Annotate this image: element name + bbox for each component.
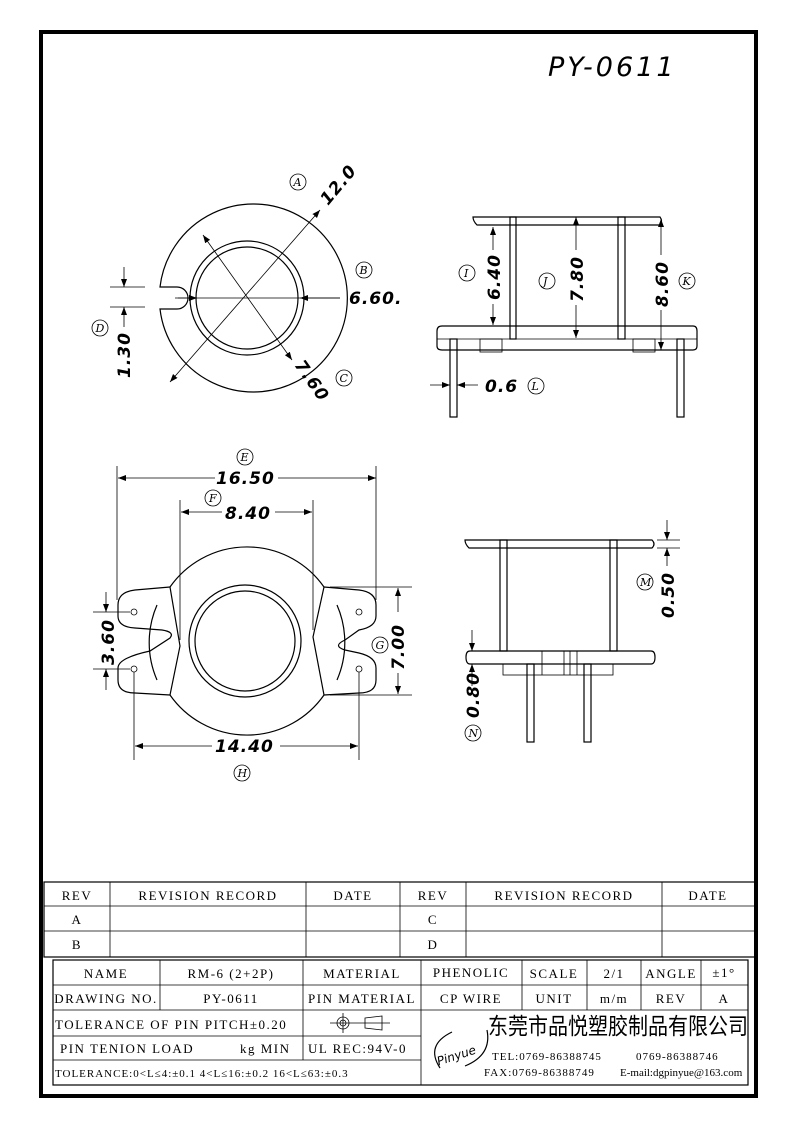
material-value: PHENOLIC (433, 965, 509, 980)
drawing-no-label: DRAWING NO. (54, 991, 158, 1006)
rev-label: REV (656, 991, 687, 1006)
rev-header: REV (418, 888, 449, 903)
dim-M-label: M (639, 576, 652, 589)
date-header: DATE (688, 888, 727, 903)
date-header: DATE (333, 888, 372, 903)
company-fax: FAX:0769-86388749 (484, 1067, 595, 1079)
dim-G-value: 7.00 (389, 624, 409, 670)
dim-N-value: 0.80 (464, 672, 484, 718)
dim-A-value: 12.0 (317, 161, 362, 209)
dim-B-label: B (359, 264, 368, 277)
name-value: RM-6 (2+2P) (187, 966, 274, 981)
company-email: E-mail:dgpinyue@163.com (620, 1067, 743, 1079)
dim-L-label: L (531, 380, 539, 393)
rev-value: A (719, 991, 730, 1006)
revision-record-header: REVISION RECORD (494, 888, 633, 903)
pin-tension-unit: kg MIN (240, 1041, 291, 1056)
pin-tension-label: PIN TENION LOAD (60, 1041, 194, 1056)
angle-value: ±1° (712, 965, 735, 980)
revision-record-header: REVISION RECORD (138, 888, 277, 903)
pin-material-value: CP WIRE (440, 991, 502, 1006)
company-tel-2: 0769-86388746 (636, 1051, 719, 1063)
company-name: 东莞市品悦塑胶制品有限公司 (488, 1014, 748, 1040)
dim-L-value: 0.6 (485, 377, 518, 397)
rev-cell: C (428, 912, 438, 927)
front-view: 0.50 M 0.80 N (464, 520, 680, 743)
scale-label: SCALE (530, 966, 579, 981)
side-view: 6.40 I 7.80 J 8.60 K 0.6 L (430, 216, 698, 418)
dim-G-label: G (376, 639, 385, 652)
unit-label: UNIT (535, 991, 572, 1006)
material-label: MATERIAL (323, 966, 401, 981)
dim-K-value: 8.60 (653, 261, 673, 307)
drawing-title: PY-0611 (548, 52, 677, 83)
pinyue-logo: Pinyue (434, 1029, 489, 1069)
dim-N-label: N (468, 727, 479, 740)
dim-C-label: C (340, 372, 349, 385)
dim-F-label: F (208, 492, 217, 505)
bottom-view: 16.50 E 8.40 F 14.40 H 3.60 7.00 G (93, 448, 412, 782)
general-tolerance: TOLERANCE:0<L≤4:±0.1 4<L≤16:±0.2 16<L≤63… (55, 1068, 349, 1080)
revision-table: REV REVISION RECORD DATE REV REVISION RE… (43, 881, 756, 958)
rev-cell: B (72, 937, 82, 952)
dim-F-value: 8.40 (225, 504, 271, 524)
dim-A-label: A (293, 176, 302, 189)
drawing-frame (39, 30, 758, 1098)
dim-I-value: 6.40 (485, 254, 505, 300)
company-tel: TEL:0769-86388745 (492, 1051, 602, 1063)
dim-D-label: D (95, 322, 105, 335)
dim-I-label: I (463, 267, 469, 280)
pin-material-label: PIN MATERIAL (308, 991, 416, 1006)
dim-D-value: 1.30 (115, 332, 135, 378)
top-view: 12.0 A 6.60. B 7.60 C 1.30 D (91, 161, 402, 406)
pin-pitch-tolerance: TOLERANCE OF PIN PITCH±0.20 (55, 1017, 287, 1032)
dim-J-label: J (541, 275, 548, 288)
logo-text: Pinyue (435, 1043, 478, 1069)
name-label: NAME (84, 966, 128, 981)
dim-J-value: 7.80 (568, 256, 588, 302)
angle-label: ANGLE (645, 966, 697, 981)
rev-header: REV (62, 888, 93, 903)
dim-M-value: 0.50 (659, 572, 679, 618)
ul-rating: UL REC:94V-0 (308, 1041, 407, 1056)
scale-value: 2/1 (603, 966, 624, 981)
dim-3-60-value: 3.60 (99, 619, 119, 665)
drawing-no-value: PY-0611 (203, 991, 259, 1006)
dim-H-value: 14.40 (215, 737, 274, 757)
rev-cell: A (72, 912, 83, 927)
rev-cell: D (428, 937, 439, 952)
dim-E-value: 16.50 (216, 469, 275, 489)
projection-symbol-icon (330, 1013, 390, 1033)
unit-value: m/m (600, 991, 628, 1006)
dim-E-label: E (240, 451, 249, 464)
dim-K-label: K (682, 275, 692, 288)
title-block: NAME RM-6 (2+2P) MATERIAL PHENOLIC SCALE… (52, 959, 749, 1086)
dim-H-label: H (237, 767, 248, 780)
dim-B-value: 6.60. (349, 289, 402, 309)
